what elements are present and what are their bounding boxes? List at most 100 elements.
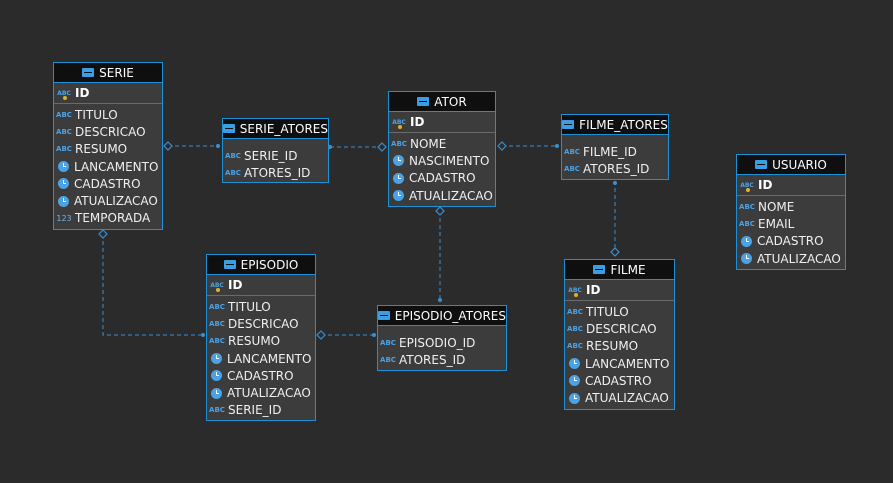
- text-type-icon: ABC: [380, 355, 396, 364]
- clock-icon: [393, 190, 404, 202]
- text-type-icon: ABC: [209, 406, 225, 415]
- entity-header: SERIE_ATORES: [223, 119, 328, 139]
- column-name: DESCRICAO: [228, 316, 299, 331]
- column-name: ATUALIZACAO: [585, 391, 669, 406]
- column-name: DESCRICAO: [75, 124, 146, 139]
- entity-title: FILME_ATORES: [579, 117, 668, 132]
- column-name: ATUALIZACAO: [409, 188, 493, 203]
- primary-key-label: ID: [410, 115, 425, 129]
- text-type-icon: ABC: [209, 319, 225, 328]
- clock-icon: [211, 370, 222, 382]
- entity-header: FILME: [565, 260, 674, 280]
- text-type-icon: ABC: [567, 307, 583, 316]
- table-icon: [82, 68, 95, 77]
- key-icon: ABC: [392, 118, 406, 129]
- column-row: LANCAMENTO: [207, 350, 315, 367]
- diamond-marker: [98, 229, 108, 239]
- column-row: CADASTRO: [389, 170, 495, 187]
- number-type-icon: 123: [56, 213, 72, 223]
- column-row: ATUALIZACAO: [737, 250, 845, 267]
- column-row: CADASTRO: [54, 175, 162, 192]
- text-type-icon: ABC: [391, 139, 407, 148]
- column-row: LANCAMENTO: [54, 158, 162, 175]
- column-name: CADASTRO: [227, 368, 294, 383]
- text-type-icon: ABC: [380, 338, 396, 347]
- clock-icon: [741, 235, 752, 247]
- entity-title: ATOR: [434, 94, 467, 109]
- clock-icon: [569, 392, 580, 404]
- column-name: RESUMO: [75, 142, 128, 157]
- clock-icon: [569, 358, 580, 370]
- column-row: ATUALIZACAO: [54, 192, 162, 209]
- column-name: SERIE_ID: [228, 403, 282, 418]
- diamond-marker: [497, 141, 507, 151]
- entity-title: EPISODIO: [240, 257, 299, 272]
- key-icon: ABC: [740, 181, 754, 192]
- table-icon: [562, 120, 575, 129]
- column-name: DESCRICAO: [586, 321, 657, 336]
- table-icon: [223, 124, 235, 133]
- column-name: TITULO: [228, 299, 271, 314]
- key-icon: ABC: [57, 89, 71, 100]
- primary-key-label: ID: [758, 178, 773, 192]
- column-row: ATUALIZACAO: [389, 187, 495, 204]
- clock-icon: [741, 253, 752, 265]
- text-type-icon: ABC: [739, 202, 755, 211]
- column-name: CADASTRO: [74, 176, 141, 191]
- clock-icon: [569, 375, 580, 387]
- endpoint-dot: [555, 144, 559, 148]
- link-serie-episodio: [102, 234, 203, 336]
- column-name: LANCAMENTO: [74, 159, 159, 174]
- clock-icon: [393, 155, 404, 167]
- primary-key-label: ID: [586, 283, 601, 297]
- column-row: CADASTRO: [737, 233, 845, 250]
- column-name: ATORES_ID: [399, 352, 466, 367]
- column-name: CADASTRO: [757, 234, 824, 249]
- column-name: LANCAMENTO: [585, 356, 670, 371]
- entity-header: USUARIO: [737, 155, 845, 175]
- column-name: NASCIMENTO: [409, 153, 490, 168]
- column-name: EPISODIO_ID: [399, 335, 476, 350]
- entity-header: EPISODIO_ATORES: [378, 306, 506, 326]
- text-type-icon: ABC: [56, 110, 72, 119]
- column-name: TEMPORADA: [75, 211, 151, 226]
- column-row: CADASTRO: [565, 372, 674, 389]
- entity-title: SERIE_ATORES: [239, 121, 328, 136]
- entity-header: ATOR: [389, 92, 495, 112]
- column-name: CADASTRO: [409, 171, 476, 186]
- column-name: RESUMO: [228, 334, 281, 349]
- endpoint-dot: [216, 144, 220, 148]
- entity-title: USUARIO: [772, 157, 827, 172]
- clock-icon: [58, 195, 69, 207]
- table-icon: [755, 160, 768, 169]
- endpoint-dot: [438, 298, 442, 302]
- column-name: LANCAMENTO: [227, 351, 312, 366]
- diamond-marker: [435, 206, 445, 216]
